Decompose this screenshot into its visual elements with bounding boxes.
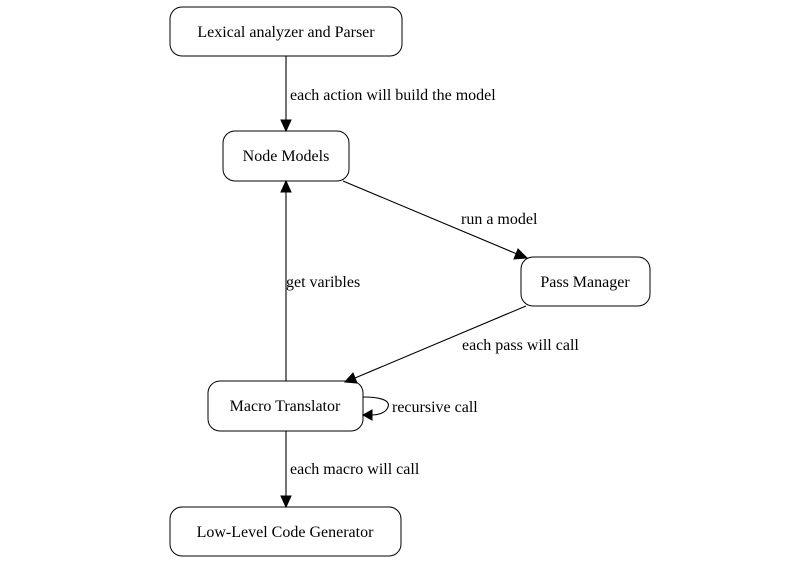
edge-node-models-to-pass-manager: run a model	[342, 180, 538, 260]
edge-macro-translator-self-loop: recursive call	[361, 396, 478, 421]
edge-pass-manager-to-macro-translator: each pass will call	[343, 305, 579, 384]
edge-macro-translator-to-code-generator: each macro will call	[280, 431, 420, 509]
arrowhead	[343, 372, 358, 384]
arrowhead	[513, 248, 529, 260]
node-macro-translator: Macro Translator	[207, 380, 364, 432]
edge-label-each-pass: each pass will call	[462, 337, 579, 354]
arrowhead	[280, 179, 292, 193]
node-label-node-models: Node Models	[243, 148, 330, 165]
node-lexical-analyzer-parser: Lexical analyzer and Parser	[169, 6, 403, 57]
node-pass-manager: Pass Manager	[520, 256, 651, 307]
node-node-models: Node Models	[222, 130, 350, 182]
node-label-pass-manager: Pass Manager	[540, 274, 630, 291]
edge-label-get-variables: get varibles	[286, 274, 360, 291]
node-label-low-level-code-generator: Low-Level Code Generator	[197, 524, 374, 541]
node-low-level-code-generator: Low-Level Code Generator	[169, 506, 402, 557]
edge-label-recursive-call: recursive call	[392, 399, 478, 416]
edge-label-run-model: run a model	[461, 211, 538, 228]
edge-macro-translator-to-node-models: get varibles	[280, 179, 360, 381]
node-label-lexical-analyzer-parser: Lexical analyzer and Parser	[197, 24, 375, 41]
node-label-macro-translator: Macro Translator	[230, 398, 341, 415]
arrowhead	[361, 409, 373, 421]
edge-label-build-model: each action will build the model	[290, 87, 496, 104]
arrowhead	[280, 495, 292, 509]
edge-label-each-macro: each macro will call	[290, 461, 420, 478]
arrowhead	[280, 119, 292, 133]
edge-lexer-to-node-models: each action will build the model	[280, 56, 496, 133]
